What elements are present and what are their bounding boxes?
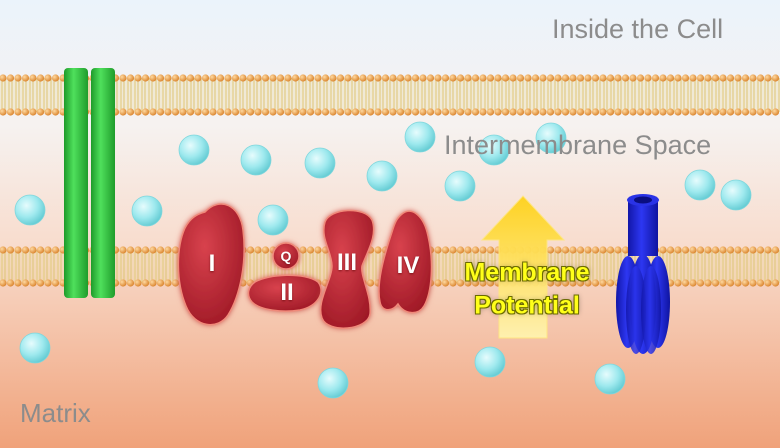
complex-4-shape: [378, 210, 433, 314]
proton-ion: [178, 134, 210, 166]
membrane-potential-label: Membrane Potential: [464, 257, 589, 322]
proton-ion: [535, 122, 567, 154]
porin-channel: [64, 68, 115, 298]
inside-cell-label: Inside the Cell: [552, 14, 724, 44]
proton-ion: [366, 160, 398, 192]
complex-4-label: IV: [396, 252, 420, 279]
proton-ion: [257, 204, 289, 236]
membrane-potential-line1: Membrane: [464, 258, 590, 287]
proton-ion: [720, 179, 752, 211]
proton-ion: [304, 147, 336, 179]
complex-2-shape: [247, 274, 322, 312]
proton-ion: [14, 194, 46, 226]
complex-1-label: I: [208, 250, 216, 277]
proton-ion: [594, 363, 626, 395]
ubiquinone-label: Q: [280, 248, 292, 264]
ubiquinone-shape: [272, 242, 300, 270]
proton-ion: [317, 367, 349, 399]
membrane-potential-line2: Potential: [474, 291, 580, 319]
proton-ion: [474, 346, 506, 378]
complex-3-label: III: [336, 249, 358, 276]
proton-ion: [404, 121, 436, 153]
proton-ion: [19, 332, 51, 364]
complex-2-label: II: [280, 279, 294, 306]
proton-ion: [240, 144, 272, 176]
outer-membrane: [0, 74, 780, 116]
matrix-label: Matrix: [20, 398, 91, 428]
proton-ion: [131, 195, 163, 227]
proton-ion: [444, 170, 476, 202]
intermembrane-space-label: Intermembrane Space: [444, 130, 712, 160]
membrane-potential-arrow: [480, 195, 566, 339]
atp-synthase: [616, 194, 670, 354]
complex-1-shape: [177, 203, 245, 326]
proton-ion: [478, 134, 510, 166]
proton-ions: [14, 121, 752, 399]
proton-ion: [684, 169, 716, 201]
complex-3-shape: [319, 209, 375, 329]
